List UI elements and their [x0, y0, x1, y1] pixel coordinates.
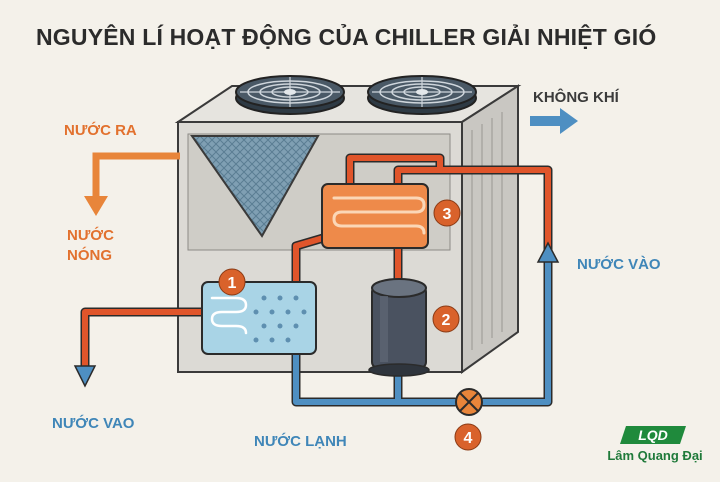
label-nuoc-nong-line1: NƯỚC: [67, 227, 114, 244]
cold-pipes: [291, 250, 553, 407]
label-nuoc-ra: NƯỚC RA: [64, 122, 137, 139]
label-nuoc-vao-right: NƯỚC VÀO: [577, 256, 661, 273]
brand-logo: LQD: [620, 426, 686, 444]
badge-3-number: 3: [443, 206, 452, 223]
expansion-valve: [455, 388, 483, 416]
badge-3: 3: [433, 199, 461, 227]
brand-logo-text: LQD: [638, 427, 668, 443]
evaporator: [201, 281, 317, 355]
badge-2: 2: [432, 305, 460, 333]
hot-water-out-arrow: [84, 152, 180, 216]
air-out-arrow: [530, 108, 578, 134]
page-title: NGUYÊN LÍ HOẠT ĐỘNG CỦA CHILLER GIẢI NHI…: [36, 24, 657, 50]
label-khong-khi: KHÔNG KHÍ: [533, 89, 619, 106]
brand: LQD Lâm Quang Đại: [595, 424, 715, 463]
label-nuoc-lanh: NƯỚC LẠNH: [254, 433, 347, 450]
badge-4-number: 4: [464, 430, 473, 447]
badge-1-number: 1: [228, 275, 237, 292]
compressor: [368, 278, 430, 377]
arrow-down-icon: [73, 365, 97, 388]
condenser-coil-panel: [190, 135, 320, 238]
fan-right: [367, 75, 477, 115]
badge-2-number: 2: [442, 312, 451, 329]
fan-left: [235, 75, 345, 115]
arrow-up-icon: [536, 241, 560, 263]
brand-name: Lâm Quang Đại: [607, 448, 703, 463]
condenser: [321, 183, 429, 249]
label-nuoc-nong: NƯỚC NÓNG: [67, 226, 114, 266]
hot-pipes: [80, 153, 553, 377]
badge-1: 1: [218, 268, 246, 296]
label-nuoc-nong-line2: NÓNG: [67, 247, 112, 264]
label-nuoc-vao-left: NƯỚC VAO: [52, 415, 135, 432]
badge-4: 4: [454, 423, 482, 451]
